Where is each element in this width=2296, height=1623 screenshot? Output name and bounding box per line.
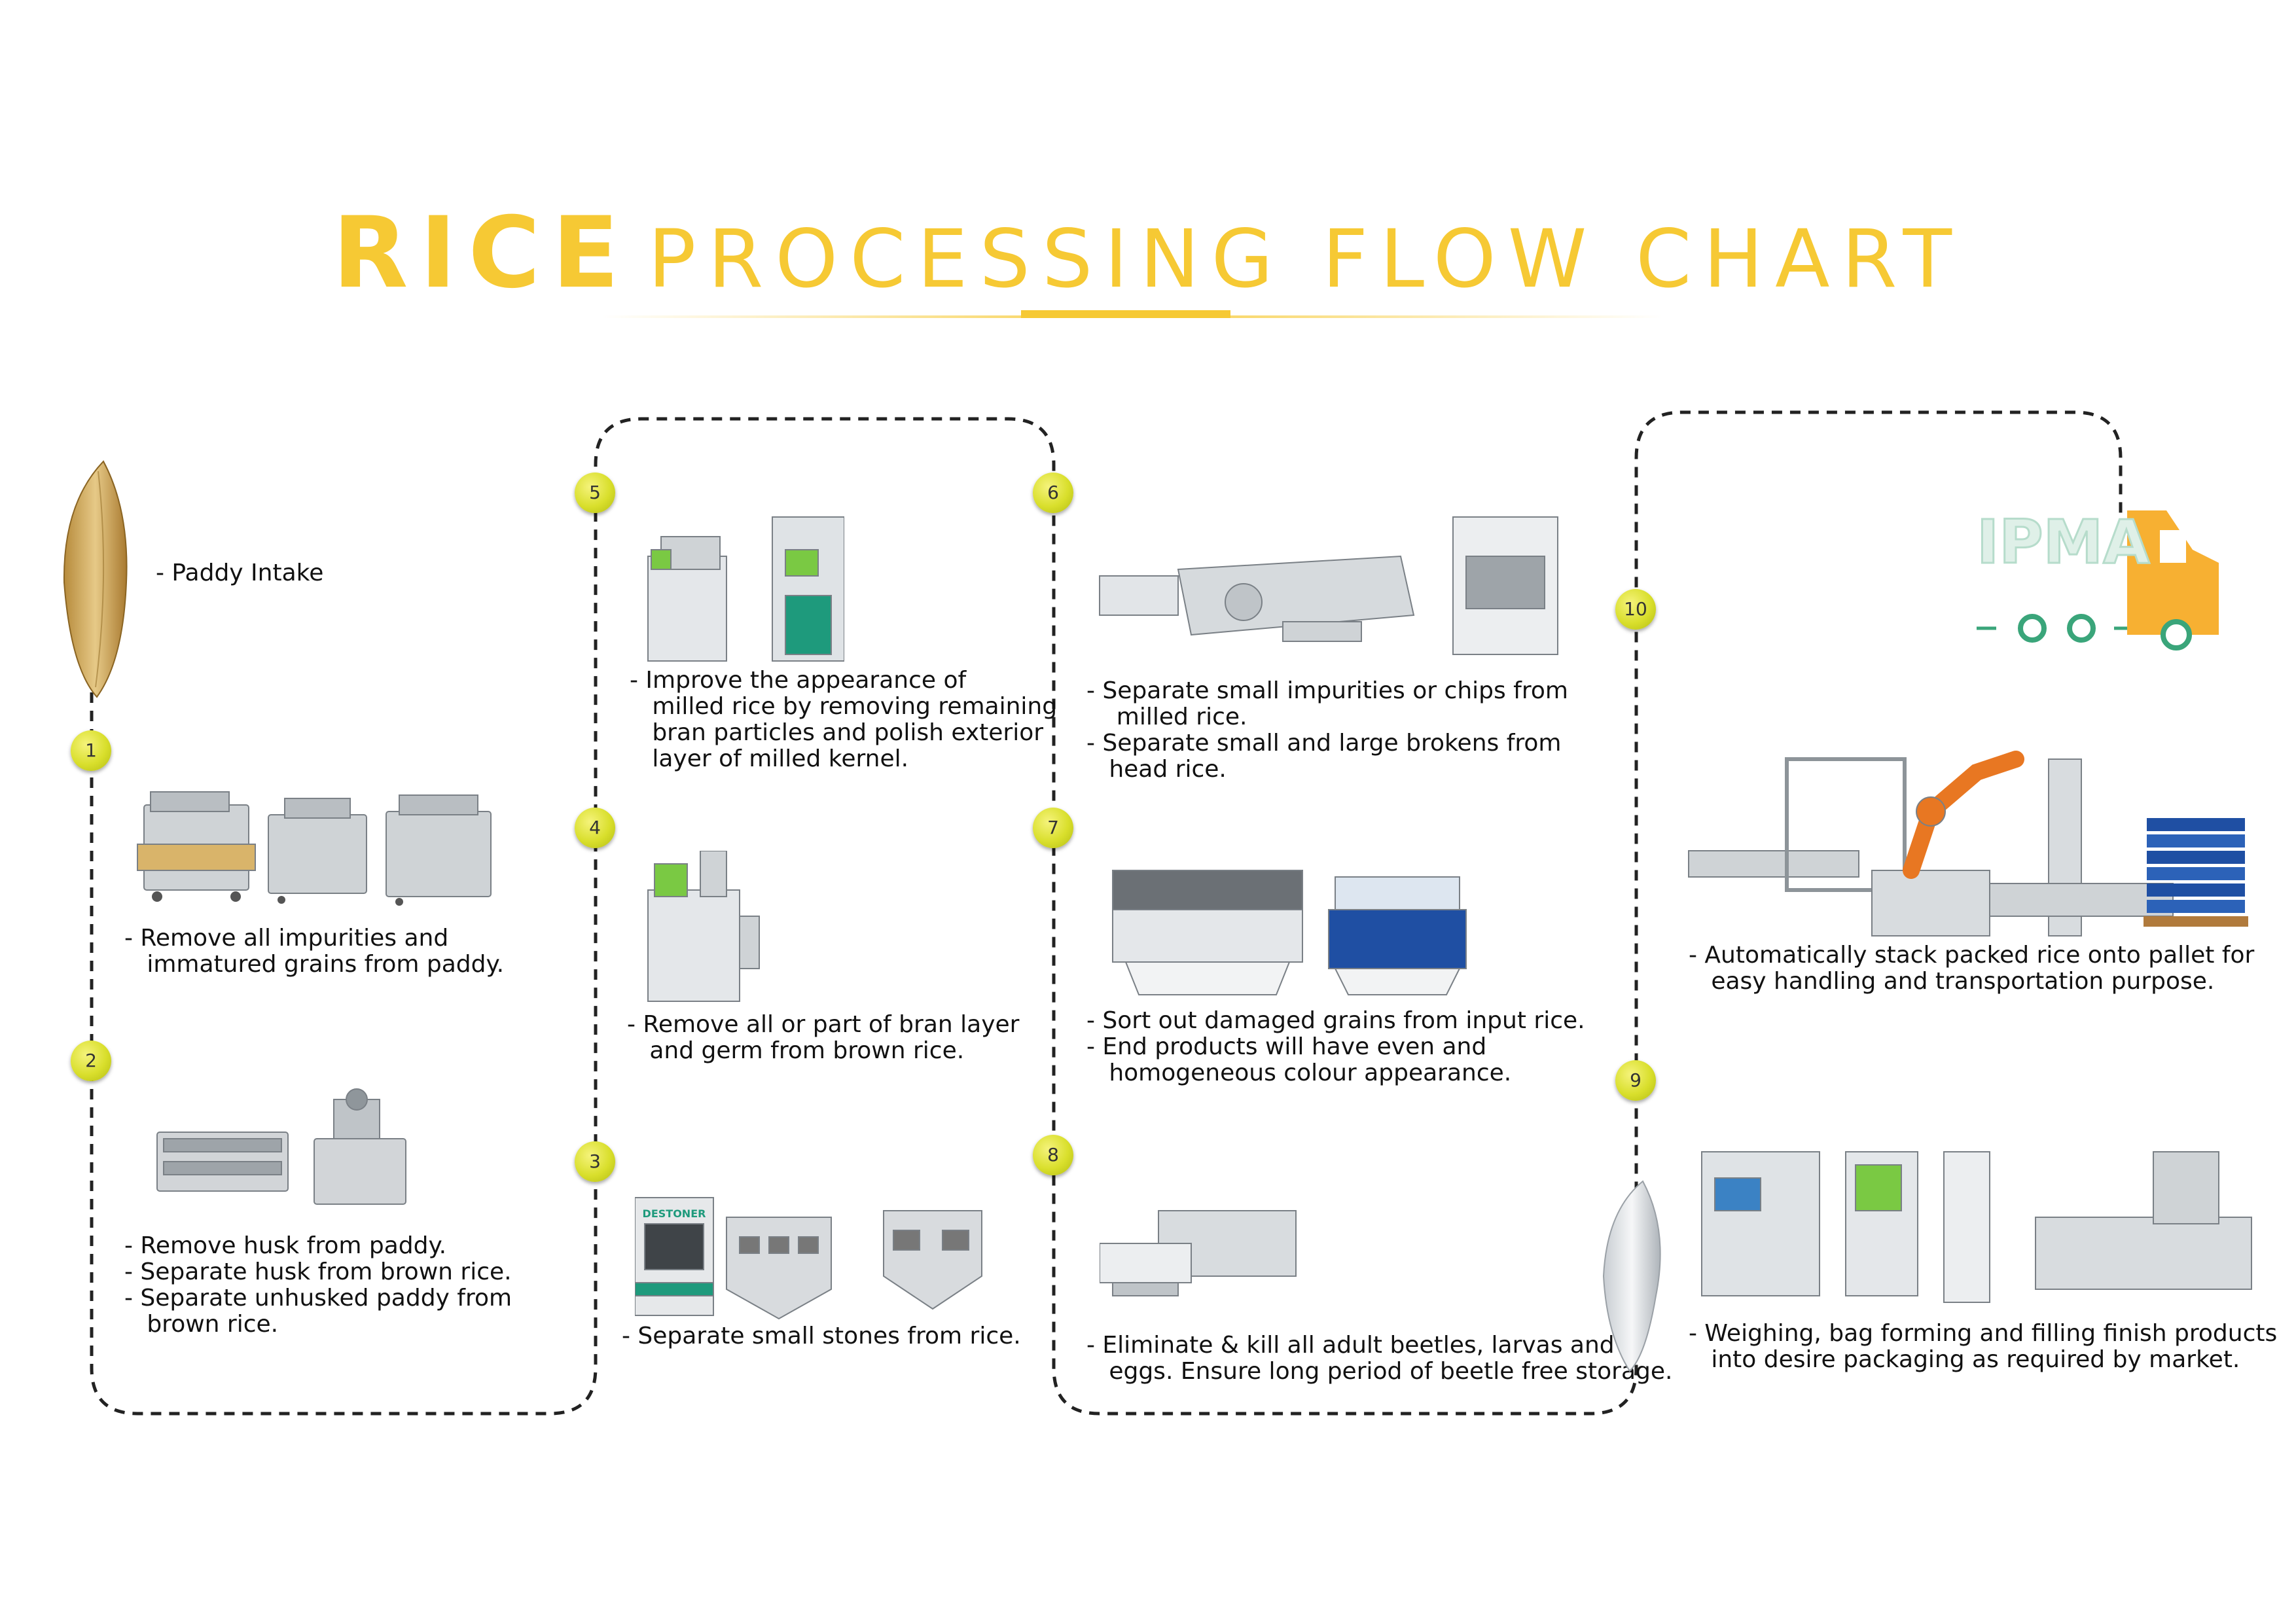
step-6-description: - Separate small impurities or chips fro…: [1086, 677, 1568, 783]
whitener-machine-image: [647, 851, 760, 1002]
milled-rice-grain-image: [1602, 1180, 1661, 1372]
step-badge-10: 10: [1615, 589, 1656, 630]
pre-cleaner-machines-image: [137, 791, 492, 906]
packaging-machines-image: [1701, 1151, 2252, 1303]
paddy-intake-label: - Paddy Intake: [156, 560, 324, 586]
step-9-description: - Weighing, bag forming and filling fini…: [1689, 1320, 2278, 1373]
polisher-machines-image: [647, 516, 844, 662]
colour-sorter-machines-image: [1112, 870, 1467, 995]
step-badge-3: 3: [575, 1141, 615, 1182]
robot-palletizer-image: [1688, 751, 2248, 936]
step-5-description: - Improve the appearance of milled rice …: [630, 667, 1058, 772]
sifter-grader-machines-image: [1099, 516, 1558, 655]
destoner-machines-image: DESTONER: [635, 1197, 982, 1320]
destoner-machine-label: DESTONER: [643, 1207, 706, 1220]
paddy-grain-image: [63, 460, 128, 698]
step-badge-9: 9: [1615, 1060, 1656, 1101]
title-bold: RICE: [332, 196, 631, 310]
step-badge-4: 4: [575, 808, 615, 848]
insect-killer-machine-image: [1100, 1210, 1297, 1296]
step-10-description: - Automatically stack packed rice onto p…: [1689, 942, 2255, 995]
step-badge-2: 2: [71, 1041, 111, 1081]
title-rest: PROCESSING FLOW CHART: [647, 213, 1964, 306]
step-8-description: - Eliminate & kill all adult beetles, la…: [1086, 1332, 1673, 1385]
step-2-description: - Remove husk from paddy. - Separate hus…: [124, 1232, 512, 1338]
step-3-description: - Separate small stones from rice.: [622, 1323, 1021, 1349]
step-badge-8: 8: [1033, 1135, 1073, 1175]
husker-machines-image: [156, 1088, 406, 1205]
step-badge-6: 6: [1033, 473, 1073, 513]
step-7-description: - Sort out damaged grains from input ric…: [1086, 1007, 1585, 1086]
step-badge-5: 5: [575, 473, 615, 513]
step-badge-1: 1: [71, 730, 111, 771]
step-1-description: - Remove all impurities and immatured gr…: [124, 925, 505, 978]
ipma-truck-logo: IPMA: [1976, 510, 2219, 651]
step-badge-7: 7: [1033, 808, 1073, 848]
truck-logo-text: IPMA: [1977, 510, 2149, 577]
title-underline-accent: [1021, 310, 1230, 318]
step-4-description: - Remove all or part of bran layer and g…: [627, 1011, 1020, 1064]
